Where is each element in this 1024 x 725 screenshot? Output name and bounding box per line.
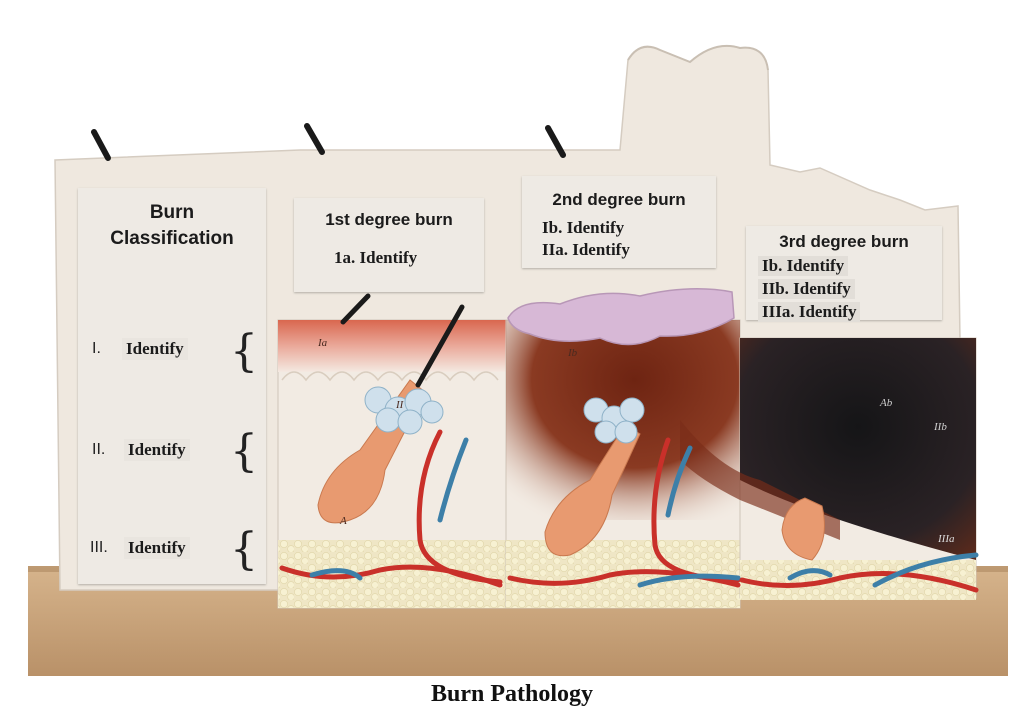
pin-1 xyxy=(91,129,111,161)
row-label-1: Identify xyxy=(122,338,188,360)
classification-title-line1: Burn xyxy=(149,202,195,223)
second-degree-line-1: Ib. Identify xyxy=(542,218,625,237)
pin-3 xyxy=(545,125,566,158)
pin-2 xyxy=(304,123,325,155)
brace-2: { xyxy=(230,426,258,477)
section-first-degree xyxy=(277,319,507,609)
third-degree-title: 3rd degree burn xyxy=(779,232,909,251)
second-degree-line-2: IIa. Identify xyxy=(542,240,630,259)
blood-vessels xyxy=(279,429,979,593)
marker-ii: II xyxy=(395,399,405,411)
second-degree-card: 2nd degree burn Ib. Identify IIa. Identi… xyxy=(522,176,716,268)
row-label-3: Identify xyxy=(124,537,190,559)
row-numeral-3: III. xyxy=(90,539,108,556)
sweat-glands xyxy=(364,386,645,444)
marker-ia: Ia xyxy=(317,337,328,349)
brace-3: { xyxy=(230,524,258,575)
row-numeral-2: II. xyxy=(92,441,106,458)
third-degree-card: 3rd degree burn Ib. Identify IIb. Identi… xyxy=(746,226,942,322)
first-degree-card: 1st degree burn 1a. Identify xyxy=(294,198,484,292)
marker-a: A xyxy=(339,515,347,527)
marker-iib: IIb xyxy=(933,421,947,433)
row-label-2: Identify xyxy=(124,439,190,461)
first-degree-line-1: 1a. Identify xyxy=(334,248,418,267)
classification-title-line2: Classification xyxy=(110,228,234,249)
marker-ab: Ab xyxy=(879,397,893,409)
first-degree-title: 1st degree burn xyxy=(325,210,453,229)
third-degree-line-2: IIb. Identify xyxy=(758,279,855,299)
marker-ib: Ib xyxy=(567,347,578,359)
image-caption: Burn Pathology xyxy=(430,681,594,707)
row-numeral-1: I. xyxy=(92,340,101,357)
third-degree-line-1: Ib. Identify xyxy=(758,256,849,276)
third-degree-line-3: IIIa. Identify xyxy=(758,302,861,322)
brace-1: { xyxy=(230,326,258,377)
marker-iiia: IIIa xyxy=(937,533,955,545)
blister xyxy=(507,288,735,346)
burn-classification-card: Burn Classification xyxy=(78,188,266,584)
second-degree-title: 2nd degree burn xyxy=(552,190,686,209)
